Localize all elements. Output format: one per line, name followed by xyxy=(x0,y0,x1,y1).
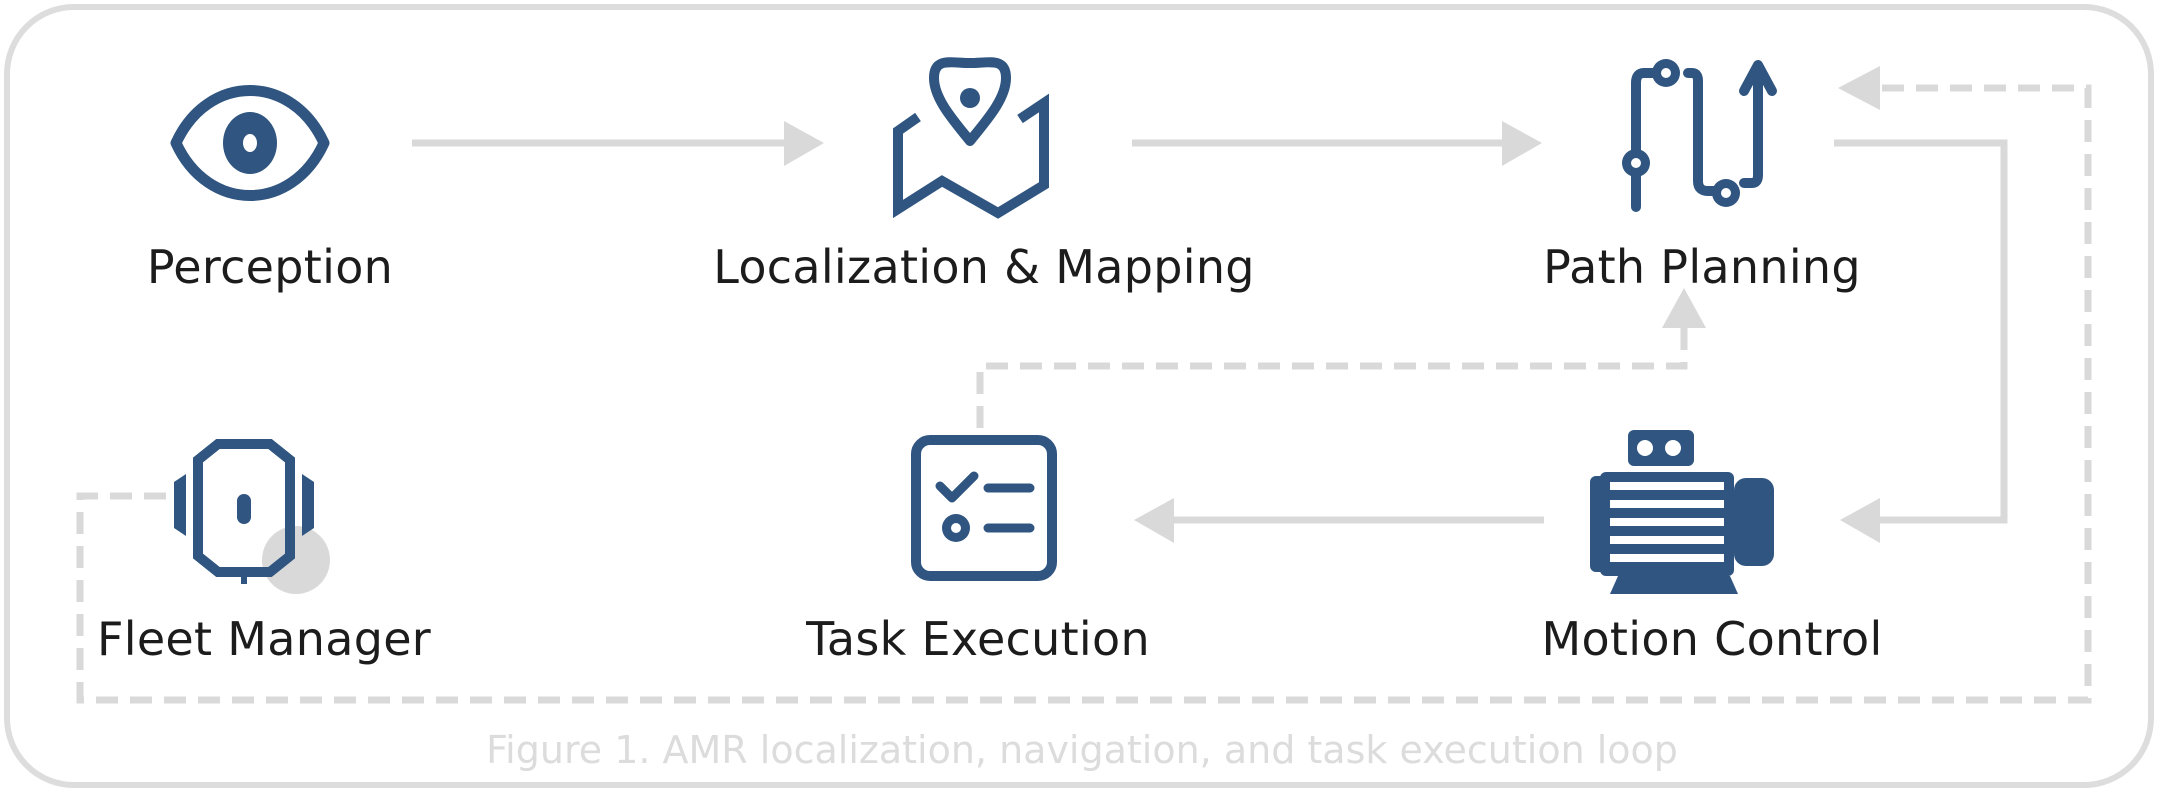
motor-icon xyxy=(1590,430,1774,594)
checklist-icon xyxy=(911,435,1057,581)
node-label-perception: Perception xyxy=(146,240,394,294)
arrow-localization-to-path-planning xyxy=(1132,121,1542,166)
arrow-fleet-manager-to-path-planning xyxy=(76,66,2092,704)
figure-caption: Figure 1. AMR localization, navigation, … xyxy=(486,728,1678,772)
node-label-path-planning: Path Planning xyxy=(1543,240,1861,294)
node-label-task-execution: Task Execution xyxy=(806,612,1150,666)
diagram-frame xyxy=(4,4,2154,788)
map-pin-icon xyxy=(893,57,1049,219)
node-label-motion-control: Motion Control xyxy=(1541,612,1883,666)
arrow-motion-control-to-task-execution xyxy=(1134,498,1544,543)
arrow-task-execution-to-path-planning xyxy=(976,288,1706,428)
arrow-perception-to-localization xyxy=(412,121,824,166)
eye-icon xyxy=(170,85,330,201)
solid-arrows xyxy=(412,121,2008,543)
dashed-arrows xyxy=(76,66,2092,704)
node-label-fleet-manager: Fleet Manager xyxy=(96,612,432,666)
node-label-localization-mapping: Localization & Mapping xyxy=(713,240,1255,294)
route-icon xyxy=(1622,59,1777,212)
arrow-path-planning-to-motion-control xyxy=(1834,139,2008,543)
robot-icon xyxy=(174,439,330,594)
